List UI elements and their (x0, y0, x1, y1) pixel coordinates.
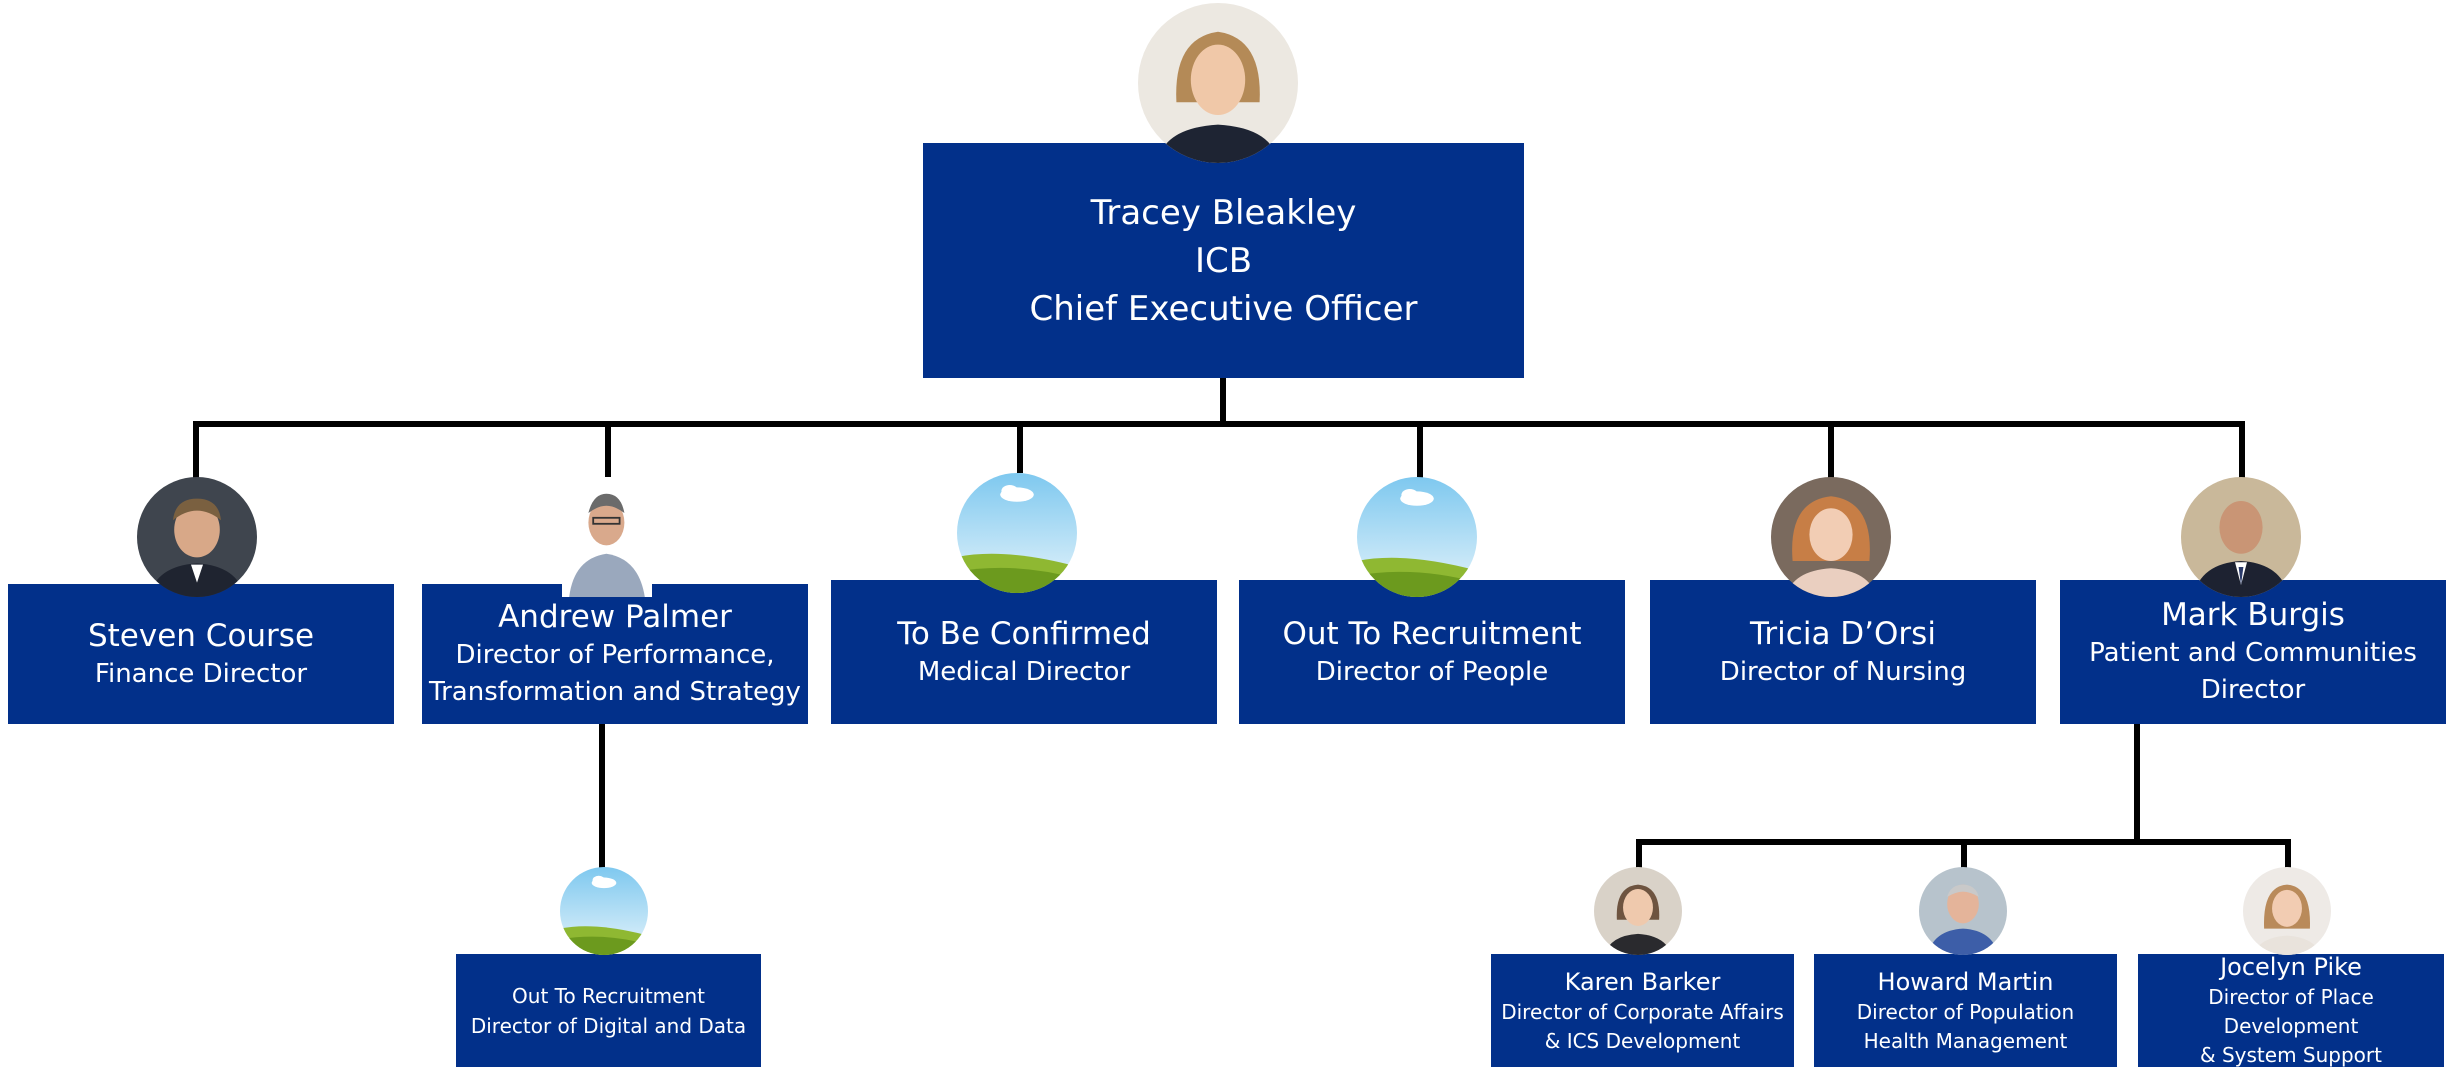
director-name: Tricia D’Orsi (1750, 615, 1936, 652)
drop-people (1417, 421, 1423, 479)
director-role: Director of Nursing (1719, 656, 1967, 687)
person-photo-icon (1919, 867, 2007, 955)
report-box-barker: Karen Barker Director of Corporate Affai… (1491, 954, 1794, 1067)
ceo-role: Chief Executive Officer (1029, 288, 1418, 329)
ceo-connector (1220, 378, 1226, 426)
director-name: To Be Confirmed (897, 615, 1151, 652)
director-name: Mark Burgis (2161, 597, 2345, 633)
person-photo-icon (1771, 477, 1891, 597)
report-role-line1: Director of Population (1856, 999, 2075, 1024)
director-role: Director of People (1315, 656, 1549, 687)
report-role-line2: Health Management (1863, 1028, 2068, 1053)
report-role-line1: Director of Place Development (2208, 985, 2374, 1038)
drop-martin (1961, 839, 1967, 873)
director-name: Out To Recruitment (1282, 615, 1582, 652)
drop-nursing (1828, 421, 1834, 479)
person-photo-icon (137, 477, 257, 597)
directors-bus (193, 421, 2245, 427)
director-role-line2: Transformation and Strategy (429, 677, 801, 707)
report-role-line2: & ICS Development (1544, 1028, 1741, 1053)
drop-barker (1636, 839, 1642, 873)
palmer-connector (599, 724, 605, 870)
report-name: Out To Recruitment (512, 983, 705, 1008)
director-role-line1: Patient and Communities (2089, 638, 2417, 668)
report-role-line2: & System Support (2200, 1043, 2382, 1067)
person-photo-icon (1594, 867, 1682, 955)
director-role-line2: Director (2200, 675, 2306, 705)
landscape-placeholder-icon (957, 473, 1077, 593)
ceo-photo-icon (1138, 3, 1298, 163)
director-box-nursing: Tricia D’Orsi Director of Nursing (1650, 580, 2036, 724)
director-name: Andrew Palmer (498, 599, 732, 635)
ceo-name: Tracey Bleakley (1090, 192, 1357, 233)
person-photo-icon (2181, 477, 2301, 597)
person-photo-icon (2243, 867, 2331, 955)
director-box-people: Out To Recruitment Director of People (1239, 580, 1625, 724)
ceo-org: ICB (1194, 240, 1253, 281)
report-box-pike: Jocelyn Pike Director of Place Developme… (2138, 953, 2444, 1067)
report-role: Director of Digital and Data (470, 1013, 747, 1038)
director-role-line1: Director of Performance, (455, 640, 775, 670)
drop-medical (1017, 421, 1023, 473)
landscape-placeholder-icon (1357, 477, 1477, 597)
director-box-burgis: Mark Burgis Patient and Communities Dire… (2060, 580, 2446, 724)
drop-burgis (2239, 421, 2245, 479)
burgis-connector (2134, 724, 2140, 844)
director-box-palmer: Andrew Palmer Director of Performance, T… (422, 584, 808, 724)
person-photo-icon (562, 477, 652, 597)
report-name: Karen Barker (1564, 967, 1721, 996)
report-role-line1: Director of Corporate Affairs (1501, 999, 1784, 1024)
report-box-digital: Out To Recruitment Director of Digital a… (456, 954, 761, 1067)
drop-pike (2285, 839, 2291, 873)
report-box-martin: Howard Martin Director of Population Hea… (1814, 954, 2117, 1067)
drop-course (193, 421, 199, 479)
director-box-course: Steven Course Finance Director (8, 584, 394, 724)
director-role: Finance Director (94, 658, 308, 689)
report-name: Howard Martin (1877, 967, 2054, 996)
director-name: Steven Course (87, 617, 315, 654)
ceo-box: Tracey Bleakley ICB Chief Executive Offi… (923, 143, 1524, 378)
drop-palmer (605, 421, 611, 479)
director-box-medical: To Be Confirmed Medical Director (831, 580, 1217, 724)
landscape-placeholder-icon (560, 867, 648, 955)
director-role: Medical Director (917, 656, 1131, 687)
report-name: Jocelyn Pike (2220, 953, 2362, 981)
